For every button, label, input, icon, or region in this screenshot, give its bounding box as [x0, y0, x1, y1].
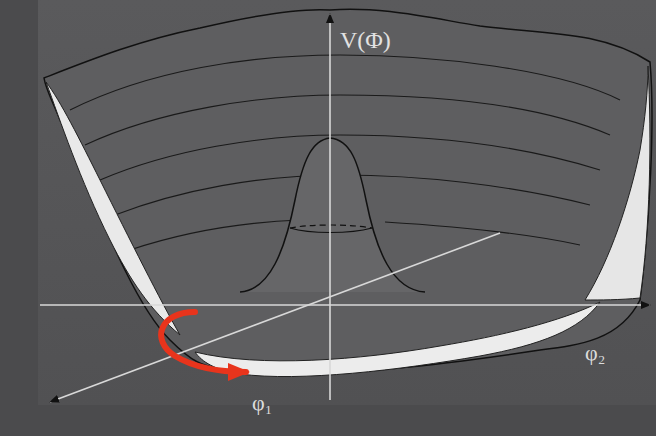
phi2-axis — [40, 304, 650, 306]
v-axis — [329, 14, 331, 400]
surface-highlight — [46, 82, 180, 335]
surface-highlight — [585, 66, 650, 300]
rolling-arrow — [161, 312, 246, 372]
phi1-axis — [50, 233, 500, 402]
figure-ground — [38, 0, 656, 405]
trough-highlight — [195, 302, 600, 377]
hump-ring — [290, 228, 372, 233]
axis-label: V(Φ) — [340, 28, 391, 52]
central-hump — [240, 138, 425, 292]
axis-label: φ₁ — [252, 392, 272, 414]
hump-ring — [290, 225, 372, 228]
axis-label: φ₂ — [585, 342, 605, 364]
